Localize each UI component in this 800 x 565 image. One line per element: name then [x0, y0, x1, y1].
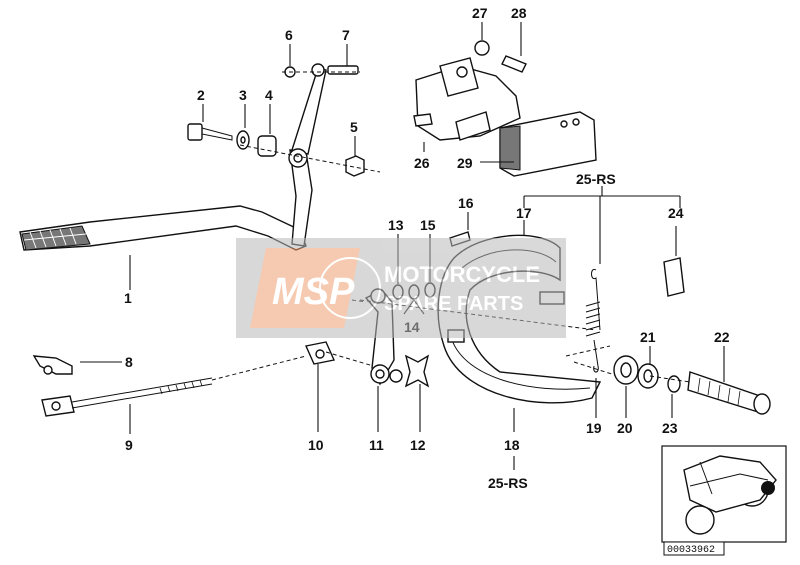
callout-17: 17	[516, 205, 532, 221]
diagram-code-box: 00033962	[663, 541, 725, 556]
nut-27	[474, 22, 490, 56]
washer-21	[637, 346, 659, 389]
callout-5: 5	[350, 119, 358, 135]
callout-7: 7	[342, 27, 350, 43]
motorcycle-thumbnail	[661, 445, 787, 543]
watermark-line2: SPARE PARTS	[384, 293, 523, 315]
callout-28: 28	[511, 5, 527, 21]
bushing-4	[257, 104, 277, 157]
pin-24	[663, 226, 685, 297]
bracket-26	[413, 57, 521, 152]
bearing-20	[613, 355, 639, 418]
nut-5	[345, 136, 365, 177]
callout-24: 24	[668, 205, 684, 221]
callout-23: 23	[662, 420, 678, 436]
callout-20: 20	[617, 420, 633, 436]
callout-11: 11	[369, 437, 384, 453]
pad-29	[480, 111, 597, 177]
callout-15: 15	[420, 217, 436, 233]
callout-10: 10	[308, 437, 324, 453]
watermark: MSP MOTORCYCLE SPARE PARTS	[236, 238, 566, 338]
callout-4: 4	[265, 87, 273, 103]
watermark-logo: MSP	[272, 271, 355, 313]
callout-26: 26	[414, 155, 430, 171]
callout-21: 21	[640, 329, 656, 345]
brake-rod-9	[41, 377, 213, 434]
bolt-7	[327, 44, 359, 75]
shaft-22	[687, 346, 771, 415]
callout-18: 18	[504, 437, 520, 453]
callout-12: 12	[410, 437, 426, 453]
callout-16: 16	[458, 195, 474, 211]
callout-29: 29	[457, 155, 473, 171]
spring-19	[565, 268, 619, 418]
callout-6: 6	[285, 27, 293, 43]
callout-22: 22	[714, 329, 730, 345]
callout-2: 2	[197, 87, 205, 103]
callout-9: 9	[125, 437, 133, 453]
callout-19: 19	[586, 420, 602, 436]
bolt-2	[187, 104, 233, 141]
watermark-line1: MOTORCYCLE	[384, 262, 540, 287]
ring-23	[667, 375, 681, 418]
callout-1: 1	[124, 290, 132, 306]
clip-8	[32, 355, 122, 375]
callout-25-rs-top: 25-RS	[576, 171, 616, 187]
wing-nut-12	[404, 354, 430, 432]
trunnion-10	[305, 341, 335, 432]
diagram-code: 00033962	[667, 545, 715, 556]
callout-bracket-17-24	[523, 186, 681, 264]
callout-25-rs-bottom: 25-RS	[488, 475, 528, 491]
brake-pedal	[19, 63, 327, 290]
screw-28	[501, 22, 527, 73]
callout-3: 3	[239, 87, 247, 103]
callout-13: 13	[388, 217, 404, 233]
washer-3	[236, 104, 250, 150]
callout-27: 27	[472, 5, 488, 21]
callout-labels: 1 2 3 4 5 6 7 8 9 10 11 12 13 14 15 16 1…	[124, 5, 730, 491]
callout-8: 8	[125, 354, 133, 370]
